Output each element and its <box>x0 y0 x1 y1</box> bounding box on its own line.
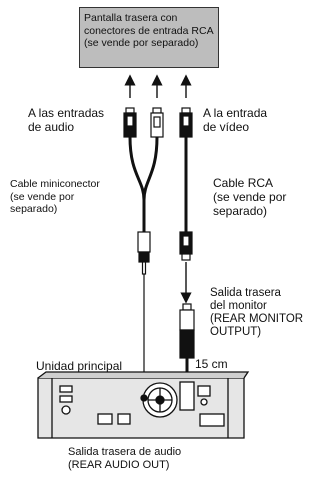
video-input-label: A la entrada de vídeo <box>203 106 268 134</box>
rca-plug-lower <box>179 231 193 261</box>
monitor-output-connector <box>179 303 195 359</box>
mini-cable <box>128 136 159 232</box>
rca-plug-middle <box>150 107 164 138</box>
main-unit <box>37 371 250 439</box>
distance-label: 15 cm <box>195 357 228 371</box>
mini-cable-label: Cable miniconector (se vende por separad… <box>10 178 100 215</box>
mini-plug <box>137 231 151 275</box>
rca-plug-right <box>179 107 193 138</box>
audio-inputs-label: A las entradas de audio <box>28 106 105 134</box>
audio-output-label: Salida trasera de audio (REAR AUDIO OUT) <box>68 446 182 471</box>
rear-display-box: Pantalla trasera con conectores de entra… <box>79 7 219 68</box>
main-unit-label: Unidad principal <box>36 359 123 373</box>
rca-cable-label: Cable RCA (se vende por separado) <box>213 176 287 218</box>
arrows-to-display <box>124 74 192 98</box>
monitor-output-label: Salida trasera del monitor (REAR MONITOR… <box>210 287 304 338</box>
rca-plug-left <box>123 107 137 138</box>
